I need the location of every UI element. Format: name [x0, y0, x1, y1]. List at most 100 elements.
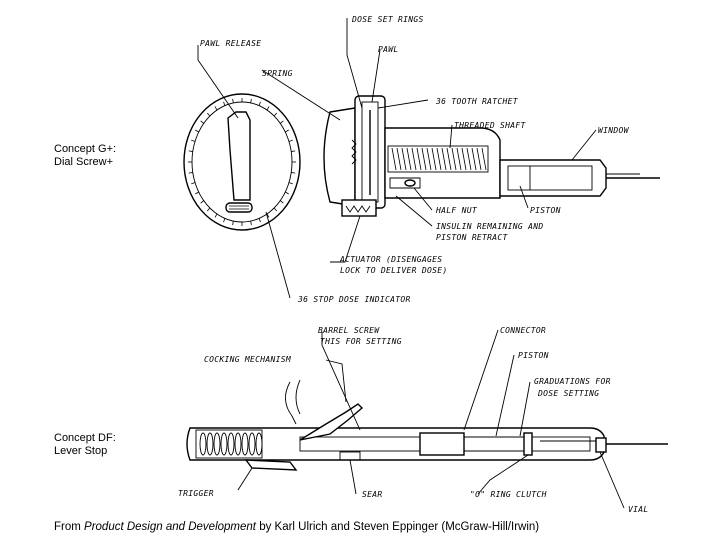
cocking-lever: [299, 403, 364, 441]
thread-line: [416, 147, 422, 171]
dial-tick: [191, 182, 196, 185]
coil-turn: [234, 432, 242, 456]
dial-tick: [291, 172, 296, 174]
dial-slot: [225, 202, 253, 213]
thread-line: [406, 147, 412, 171]
caption-suffix: by Karl Ulrich and Steven Eppinger (McGr…: [256, 521, 540, 533]
dial-tick: [191, 139, 196, 142]
label-half-nut: HALF NUT: [435, 206, 478, 215]
label-cocking: COCKING MECHANISM: [204, 355, 292, 364]
thread-line: [441, 147, 447, 171]
coil-turn: [206, 432, 214, 456]
thread-line: [411, 147, 417, 171]
lever-pen-body: [186, 427, 605, 461]
coil-turn: [213, 432, 221, 456]
dial-tick: [195, 191, 199, 195]
dial-tick: [288, 182, 293, 185]
label-trigger: TRIGGER: [178, 489, 214, 498]
connector: [419, 432, 465, 456]
thread-line: [436, 147, 442, 171]
concept-g-label: Concept G+: Dial Screw+: [54, 143, 116, 169]
coil-turn: [227, 432, 235, 456]
dial-tick: [285, 191, 289, 195]
label-grad-2: DOSE SETTING: [537, 389, 599, 398]
dial-tick: [214, 213, 218, 218]
dial-tick: [273, 207, 278, 212]
dial-screw-sketch: DOSE SET RINGS PAWL RELEASE PAWL SPRING …: [183, 15, 660, 304]
label-dose-indicator: 36 STOP DOSE INDICATOR: [297, 295, 411, 304]
dial-tick: [223, 218, 226, 223]
label-vial: VIAL: [628, 505, 648, 514]
label-threaded-shaft: THREADED SHAFT: [454, 121, 527, 130]
label-window: WINDOW: [598, 126, 630, 135]
threaded-shaft: [387, 145, 489, 173]
dose-set-rings: [323, 107, 356, 207]
concept-df-label: Concept DF: Lever Stop: [54, 432, 116, 458]
thread-line: [401, 147, 407, 171]
concept-g-line2: Dial Screw+: [54, 156, 113, 168]
dial-tick: [195, 129, 199, 133]
source-caption: From Product Design and Development by K…: [54, 521, 539, 533]
label-dose-set-rings: DOSE SET RINGS: [351, 15, 424, 24]
coil-turn: [199, 432, 207, 456]
dial-tick: [200, 120, 204, 124]
dial-tick: [266, 106, 270, 111]
dial-tick: [280, 120, 284, 124]
dial-tick: [188, 150, 193, 152]
dial-tick: [214, 106, 218, 111]
dial-tick-marks: [188, 98, 296, 226]
dial-tick: [232, 98, 234, 103]
dial-tick: [206, 112, 211, 117]
label-sear: SEAR: [362, 490, 382, 499]
label-piston-top: PISTON: [530, 206, 561, 215]
label-insulin-2: PISTON RETRACT: [436, 233, 509, 242]
thread-line: [421, 147, 427, 171]
dial-tick: [288, 139, 293, 142]
dial-tick: [232, 221, 234, 226]
dial-tick: [258, 101, 261, 106]
dial-tick: [291, 150, 296, 152]
label-pawl-release: PAWL RELEASE: [200, 39, 261, 48]
shaft-threads: [391, 147, 487, 171]
label-actuator-1: ACTUATOR (DISENGAGES: [339, 255, 442, 264]
thread-line: [466, 147, 472, 171]
pen-body: [384, 127, 501, 199]
dial-tick: [223, 101, 226, 106]
thread-line: [426, 147, 432, 171]
coil-turn: [248, 432, 256, 456]
concept-g-line1: Concept G+:: [54, 143, 117, 155]
label-piston-bottom: PISTON: [518, 351, 549, 360]
coil-turn: [255, 432, 263, 456]
piston-top: [507, 165, 593, 191]
vial: [595, 437, 607, 453]
concept-df-line2: Lever Stop: [54, 445, 108, 457]
label-pawl: PAWL: [378, 45, 398, 54]
dial-tick: [250, 98, 252, 103]
thread-line: [481, 147, 487, 171]
trigger: [244, 459, 298, 471]
dial-tick: [266, 213, 270, 218]
spring-coils: [199, 432, 263, 456]
dose-dial: [183, 93, 301, 231]
dial-tick: [280, 200, 284, 204]
vial-window: [499, 159, 607, 197]
dial-tick: [250, 221, 252, 226]
coil-turn: [241, 432, 249, 456]
dial-tick: [200, 200, 204, 204]
thread-line: [396, 147, 402, 171]
thread-line: [471, 147, 477, 171]
dial-tick: [206, 207, 211, 212]
dial-tick: [258, 218, 261, 223]
dial-tick: [188, 172, 193, 174]
concept-df-line1: Concept DF:: [54, 432, 116, 444]
label-o-ring: "O" RING CLUTCH: [470, 490, 547, 499]
lever-stop-sketch: BARREL SCREW THIS FOR SETTING CONNECTOR …: [178, 326, 668, 514]
thread-line: [431, 147, 437, 171]
thread-line: [461, 147, 467, 171]
dial-tick: [273, 112, 278, 117]
dial-tick: [285, 129, 289, 133]
thread-line: [456, 147, 462, 171]
thread-line: [446, 147, 452, 171]
label-barrel-2: THIS FOR SETTING: [320, 337, 402, 346]
